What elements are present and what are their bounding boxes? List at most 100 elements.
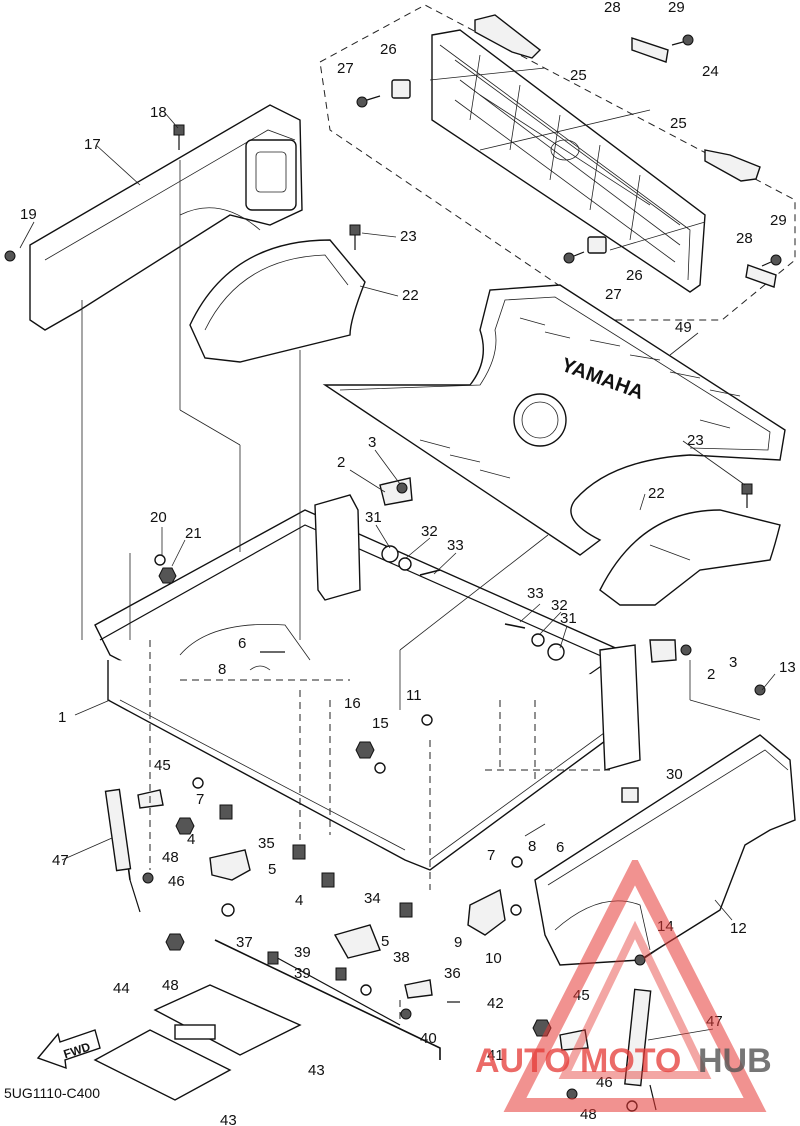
callout: 11 [406,687,422,704]
side-panel-right [534,734,796,966]
bolt-19 [4,250,16,262]
callout: 9 [454,934,462,951]
callout: 2 [337,454,345,471]
diagram-code: 5UG1110-C400 [4,1085,100,1101]
callout: 29 [770,212,787,229]
callout: 36 [444,965,461,982]
bolt-23-upper [349,224,361,250]
rear-post [599,644,641,771]
callout: 4 [295,892,303,909]
callout: 3 [729,654,737,671]
callout: 48 [162,849,179,866]
callout: 13 [779,659,796,676]
watermark-logo: AUTO MOTO HUB [475,860,772,1112]
callout: 22 [648,485,665,502]
callout: 42 [487,995,504,1012]
callout: 3 [368,434,376,451]
watermark-brand-mid: MOTO [580,1042,681,1080]
callout: 16 [344,695,361,712]
label-tag-44 [174,1024,216,1040]
callout: 26 [626,267,643,284]
callout: 6 [238,635,246,652]
leader-lines [61,67,761,861]
callout: 10 [485,950,502,967]
callout: 6 [556,839,564,856]
callout: 35 [258,835,275,852]
callout: 40 [420,1030,437,1047]
bolt-29-lower [761,254,782,267]
callout: 2 [707,666,715,683]
callout: 39 [294,944,311,961]
callout: 27 [337,60,354,77]
callout: 31 [365,509,382,526]
callout: 32 [421,523,438,540]
callout: 31 [560,610,577,627]
callout: 30 [666,766,683,783]
callout: 8 [528,838,536,855]
callout: 1 [58,709,66,726]
callout: 43 [308,1062,325,1079]
tailgate-group-outline [319,4,796,321]
bracket-36 [404,979,433,999]
callout: 38 [393,949,410,966]
bracket-35 [209,849,251,881]
plate-26-upper [391,79,411,99]
callout: 34 [364,890,381,907]
callout: 27 [605,286,622,303]
watermark-brand-right: HUB [698,1042,772,1080]
dashed-guides [149,640,610,1020]
callout: 21 [185,525,202,542]
label-sheet-lower [93,1029,232,1101]
lock-rod [214,939,441,1060]
hinge-upper [631,37,669,63]
callout: 23 [687,432,704,449]
callout: 26 [380,41,397,58]
callout: 7 [487,847,495,864]
callout: 24 [702,63,719,80]
bed-front-bracket [314,494,361,601]
callout: 33 [447,537,464,554]
callout: 33 [527,585,544,602]
bolt-27-lower [563,251,585,264]
fender-upper [189,239,366,363]
callout: 37 [236,934,253,951]
bolt-29-upper [671,34,694,46]
bed-mat: YAMAHA [322,284,786,556]
callout: 28 [604,0,621,16]
callout: 22 [402,287,419,304]
watermark-brand-left: AUTO [475,1042,571,1080]
fender-lower [599,509,781,606]
callout: 8 [218,661,226,678]
rod-guide [271,954,401,1026]
callout-leaders [19,112,776,1041]
callout: 46 [596,1074,613,1091]
callout: 28 [736,230,753,247]
callout: 48 [162,977,179,994]
callout: 4 [187,831,195,848]
bolt-23-lower [741,483,753,508]
callout: 12 [730,920,747,937]
callout: 15 [372,715,389,732]
callout: 32 [551,597,568,614]
callout: 45 [154,757,171,774]
tailgate-panel [431,29,706,293]
callout: 41 [487,1047,504,1064]
callout: 18 [150,104,167,121]
bracket-45-right [559,1029,589,1051]
callout: 17 [84,136,101,153]
callout: 5 [268,861,276,878]
label-sheet-upper [153,984,302,1056]
callout: 20 [150,509,167,526]
fwd-arrow: FWD [36,1029,101,1070]
callout: 47 [52,852,69,869]
bracket-2-right [649,639,677,663]
callout: 5 [381,933,389,950]
callout: 43 [220,1112,237,1126]
bolt-18 [173,124,185,150]
bracket-9 [467,888,506,936]
front-panel [29,104,303,331]
hinge-lower [745,264,777,288]
tailgate-latch-lower [704,149,761,182]
bolt-27-upper [356,95,381,108]
